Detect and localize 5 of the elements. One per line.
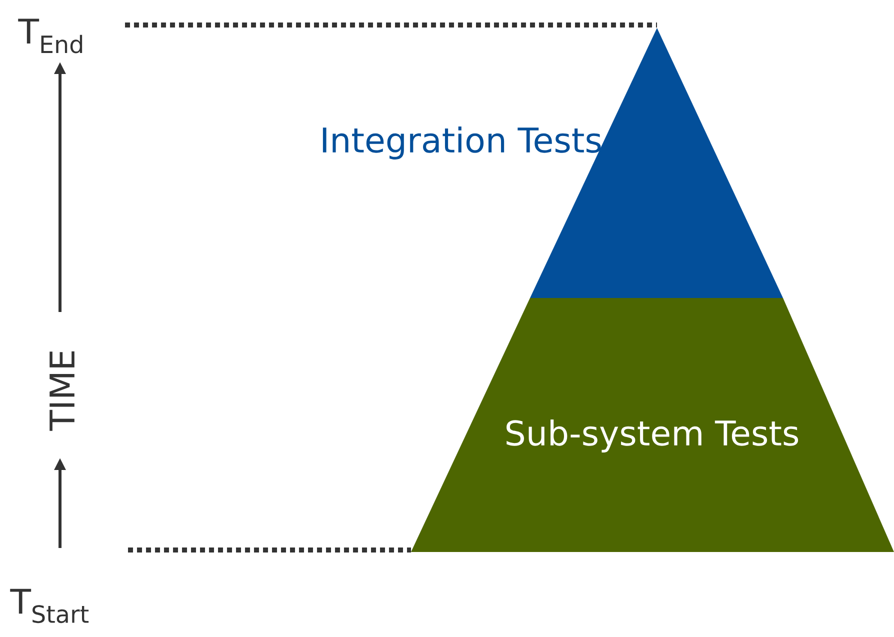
pyramid-tier: Integration Tests [322, 28, 783, 298]
pyramid-tier: Sub-system Tests [411, 298, 894, 552]
axis-label: T$_{End}$ [18, 18, 82, 54]
axis-label: T$_{Start}$ [10, 588, 89, 624]
axis-label: TIME [50, 351, 74, 431]
